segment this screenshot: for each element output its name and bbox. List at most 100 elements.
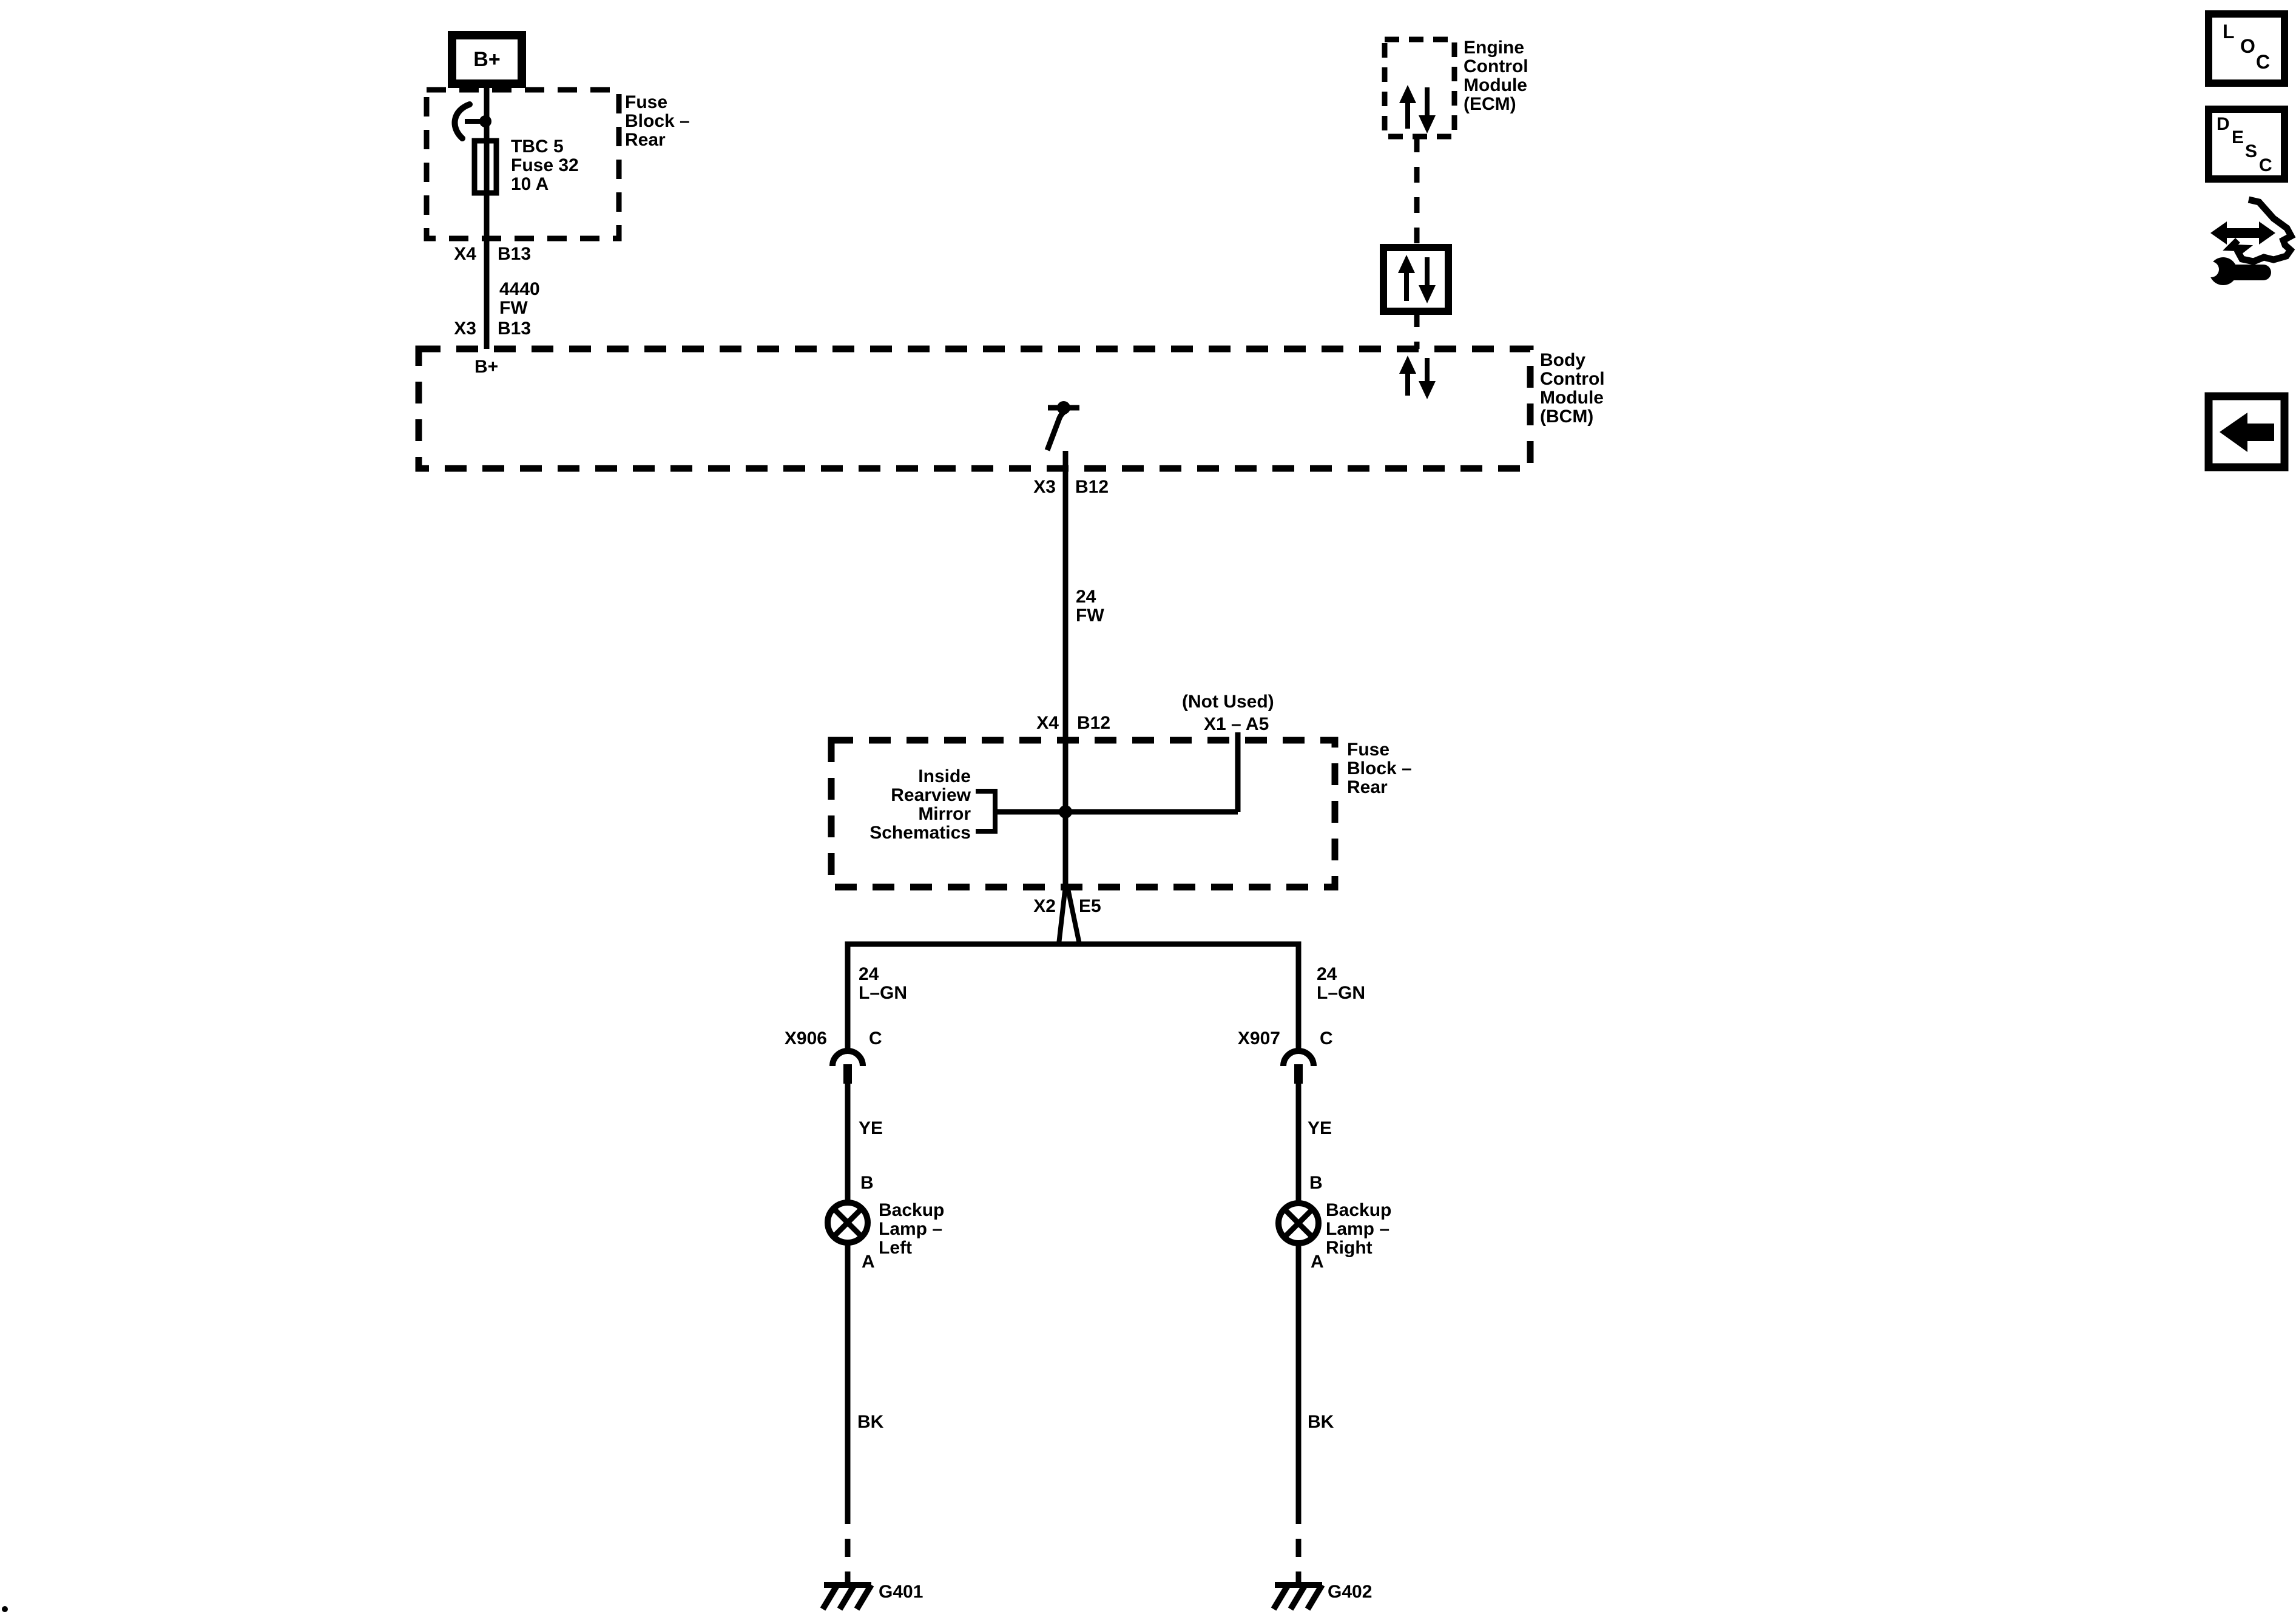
backup-lamp-right-symbol [1275,1200,1322,1246]
desc-button-letter[interactable]: D [2217,114,2230,134]
mirror-schematics-ref: Inside Rearview Mirror Schematics [831,767,971,842]
wire-gauge: 24 [1317,964,1337,984]
fuse-label-line: TBC 5 [511,137,564,157]
wire-label-bk-right: BK [1308,1412,1334,1432]
wire-color: L–GN [859,983,908,1003]
mirror-ref-bracket [976,789,998,834]
not-used-pin-label: X1 – A5 [1204,714,1269,734]
back-arrow-icon [2220,413,2274,452]
junction-dot [479,115,491,127]
bcm-name-line: Body [1540,350,1585,370]
connector-label-x4-mid: X4 [1036,713,1059,733]
stray-mark [2,1606,8,1612]
desc-button-letter[interactable]: S [2245,141,2258,161]
mirror-ref-line: Mirror [918,804,971,824]
fuse-label: TBC 5 Fuse 32 10 A [511,137,579,194]
fuse-block-mid-name-line: Block – [1347,758,1412,778]
lamp-name-line: Backup [1326,1200,1392,1220]
desc-button-letter[interactable]: C [2259,155,2272,175]
wire-gauge: 24 [859,964,879,984]
bcm-up-arrow-head [1399,356,1416,374]
connector-label-x907: X907 [1237,1028,1280,1048]
battery-feed-label: B+ [473,47,501,71]
ecm-down-arrow-head [1419,115,1436,133]
wire-gauge: 24 [1076,587,1096,607]
ground-label-g402: G402 [1328,1582,1373,1602]
wrench-icon-outline [2223,196,2296,265]
pin-label-b12-mid: B12 [1077,713,1111,733]
bcm-name-line: Control [1540,369,1605,389]
fuse-label-line: 10 A [511,174,549,194]
connector-x907-pin [1294,1064,1303,1084]
fuse-block-top-name-line: Block – [625,111,690,131]
wrench-jaw-notch [2198,261,2212,271]
loc-button-letter[interactable]: C [2256,51,2271,73]
fuse-block-top-name: Fuse Block – Rear [625,93,690,149]
bcm-name-line: Module [1540,388,1604,408]
connector-x906-pin [843,1064,852,1084]
fuse-block-mid-name: Fuse Block – Rear [1347,740,1412,797]
lamp-wires [845,1084,1302,1506]
fuse-block-mid-name-line: Rear [1347,777,1388,797]
branch-bus [845,941,1302,1052]
bus-hook-symbol [451,101,473,141]
ecm-box [1382,36,1457,140]
wire-label-bk-left: BK [857,1412,884,1432]
ecm-name-line: Engine [1464,38,1525,58]
wire-label-right-lgn: 24 L–GN [1317,965,1365,1002]
pin-label-a-right: A [1311,1252,1324,1272]
bcm-down-arrow-head [1419,381,1436,399]
ground-label-g401: G401 [879,1582,923,1602]
node-down-arrow-head [1419,285,1436,303]
switch-blade [1044,408,1067,451]
node-up-arrow-head [1398,255,1415,273]
wire-label-ye-left: YE [859,1118,883,1138]
pin-label-c-right: C [1320,1028,1333,1048]
bcm-b-plus-label: B+ [474,357,499,377]
loc-button-frame[interactable] [2205,10,2288,87]
ground-lead-dashed [845,1506,1302,1584]
backup-lamp-left-symbol [825,1200,871,1246]
ecm-name: Engine Control Module (ECM) [1464,38,1528,113]
bcm-box [415,345,1534,472]
pin-label-b12: B12 [1075,477,1109,497]
loc-button-letter[interactable]: O [2240,35,2255,57]
wire-color: FW [499,298,528,318]
desc-button-letter[interactable]: E [2232,127,2244,147]
mirror-ref-line: Rearview [891,785,971,805]
wrench-icon[interactable] [2198,196,2296,285]
ground-symbol-g402 [1271,1582,1325,1611]
connector-x907-socket [1280,1048,1317,1067]
double-arrow-icon [2210,221,2275,245]
pin-label-b-left: B [860,1173,874,1193]
wire-label-24fw: 24 FW [1076,587,1104,625]
ecm-name-line: (ECM) [1464,94,1516,114]
connector-label-x3-bcm: X3 [1033,477,1056,497]
lamp-name-line: Lamp – [1326,1219,1390,1239]
not-used-label: (Not Used) [1182,692,1274,712]
lamp-name-line: Backup [879,1200,945,1220]
mirror-ref-line: Inside [918,766,971,786]
fuse-block-top-name-line: Fuse [625,92,668,112]
pin-label-b13: B13 [498,244,532,264]
ecm-up-arrow-head [1399,85,1416,103]
loc-button-letter[interactable]: L [2223,21,2235,42]
wire-color: L–GN [1317,983,1366,1003]
lamp-name-line: Right [1326,1238,1373,1258]
desc-button-frame[interactable] [2205,106,2288,183]
mirror-ref-line: Schematics [869,823,971,843]
fuse-label-line: Fuse 32 [511,155,579,175]
fuse-symbol [471,138,499,196]
switch-pivot-dot [1057,401,1070,414]
wire-label-left-lgn: 24 L–GN [859,965,907,1002]
pin-label-e5: E5 [1079,896,1101,916]
pin-label-c-left: C [869,1028,882,1048]
serial-data-node-box [1380,244,1452,315]
ecm-name-line: Control [1464,56,1528,76]
wire-label-ye-right: YE [1308,1118,1332,1138]
pin-label-b-right: B [1309,1173,1323,1193]
connector-label-x4: X4 [454,244,476,264]
connector-label-x2: X2 [1033,896,1056,916]
